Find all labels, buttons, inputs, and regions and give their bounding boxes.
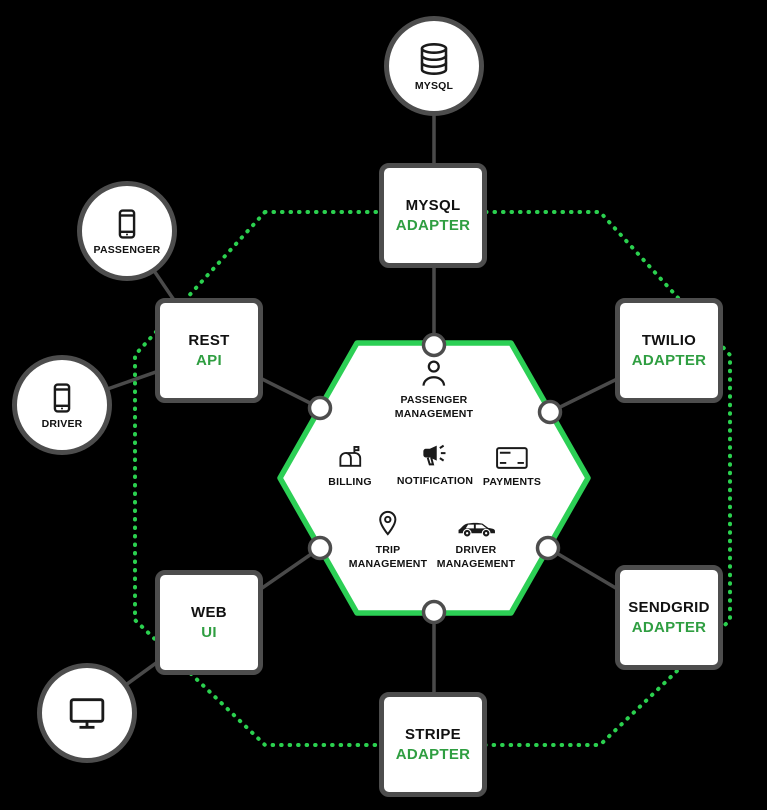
stripe-adapter-line2: ADAPTER [395,745,471,763]
driver-device-label: DRIVER [41,417,83,430]
database-icon [420,42,448,75]
port-upper-right [537,399,563,425]
car-icon [458,522,496,537]
mysql-db-label: MYSQL [414,79,454,92]
notification-label: NOTIFICATION [396,475,474,487]
person-icon [422,360,446,386]
passenger-management-line2: MANAGEMENT [394,408,474,421]
driver-management-line1: DRIVER [455,544,497,556]
sendgrid-adapter-line1: SENDGRID [628,599,710,616]
port-top [421,332,447,358]
port-lower-right [535,535,561,561]
monitor-icon [69,698,105,729]
desktop-device-node [37,663,137,763]
driver-device-node: DRIVER [12,355,112,455]
mailbox-icon [339,446,361,467]
web-ui-box: WEB UI [155,570,263,675]
credit-card-icon [496,447,528,469]
smartphone-icon [53,382,71,413]
hexagon-ports [307,332,563,625]
mysql-adapter-line2: ADAPTER [395,216,471,234]
mysql-db-node: MYSQL [384,16,484,116]
twilio-adapter-line2: ADAPTER [631,351,707,369]
rest-api-line1: REST [188,332,230,349]
dotted-adapter-ring [133,210,732,747]
trip-management-line1: TRIP [375,544,401,556]
sendgrid-adapter-box: SENDGRID ADAPTER [615,565,723,670]
payments-label: PAYMENTS [482,476,542,488]
trip-management-module: TRIP MANAGEMENT [349,508,427,571]
driver-management-module: DRIVER MANAGEMENT [437,514,515,571]
megaphone-icon [423,444,446,466]
mysql-adapter-line1: MYSQL [405,197,461,214]
core-hexagon [277,340,591,616]
map-pin-icon [379,510,397,536]
smartphone-icon [118,208,136,239]
passenger-management-module: PASSENGER MANAGEMENT [395,358,473,421]
billing-module: BILLING [328,443,372,489]
port-bottom [421,599,447,625]
passenger-device-label: PASSENGER [93,243,161,256]
sendgrid-adapter-line2: ADAPTER [631,618,707,636]
notification-module: NOTIFICATION [397,441,473,488]
port-upper-left [307,395,333,421]
passenger-device-node: PASSENGER [77,181,177,281]
port-lower-left [307,535,333,561]
passenger-management-line1: PASSENGER [400,394,468,406]
mysql-adapter-box: MYSQL ADAPTER [379,163,487,268]
billing-label: BILLING [328,476,372,488]
web-ui-line1: WEB [191,604,227,621]
twilio-adapter-line1: TWILIO [641,332,697,349]
driver-management-line2: MANAGEMENT [436,558,516,571]
trip-management-line2: MANAGEMENT [348,558,428,571]
twilio-adapter-box: TWILIO ADAPTER [615,298,723,403]
stripe-adapter-line1: STRIPE [405,726,461,743]
rest-api-line2: API [196,351,222,369]
web-ui-line2: UI [201,623,217,641]
rest-api-box: REST API [155,298,263,403]
stripe-adapter-box: STRIPE ADAPTER [379,692,487,797]
payments-module: PAYMENTS [483,446,541,489]
